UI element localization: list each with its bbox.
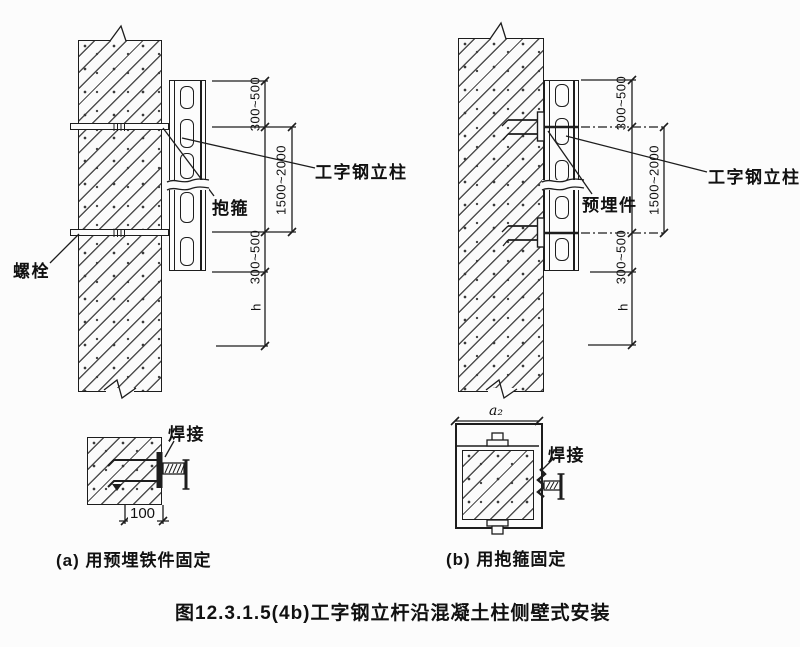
channel-slot	[180, 237, 194, 266]
embedded-part-label: 预埋件	[582, 196, 638, 215]
channel-flange-line	[548, 81, 550, 270]
ibeam-column-label-right: 工字钢立柱	[708, 168, 800, 187]
channel-flange-line	[573, 81, 575, 270]
bolt-label: 螺栓	[13, 262, 50, 281]
channel-slot	[555, 118, 569, 145]
channel-slot	[180, 119, 194, 148]
dim-100: 100	[128, 505, 158, 522]
ibeam-column-label-left: 工字钢立柱	[315, 163, 408, 182]
detail-a-concrete-section	[87, 437, 162, 505]
channel-slot	[180, 153, 194, 179]
channel-flange-line	[200, 81, 202, 270]
dim-top-segment-left: 300~500	[247, 76, 263, 132]
dim-h-right: h	[615, 303, 631, 311]
dim-a2: a₂	[489, 403, 503, 419]
channel-slot	[555, 238, 569, 261]
hoop-crossbar-lower	[70, 229, 169, 236]
concrete-column-left	[78, 40, 162, 392]
weld-label-b: 焊接	[548, 446, 585, 465]
dim-top-segment-right: 300~500	[613, 75, 629, 131]
hoop-label: 抱箍	[212, 199, 249, 218]
channel-slot	[180, 192, 194, 223]
figure-caption: 图12.3.1.5(4b)工字钢立杆沿混凝土柱侧壁式安装	[175, 603, 611, 624]
concrete-column-right	[458, 38, 544, 392]
detail-a-caption: (a) 用预埋铁件固定	[56, 551, 212, 570]
channel-slot	[555, 84, 569, 107]
channel-flange-line	[173, 81, 175, 270]
hoop-crossbar-upper	[70, 123, 169, 130]
dim-mid-span-right: 1500~2000	[646, 145, 662, 215]
detail-b-concrete-section	[462, 450, 534, 520]
dim-bottom-segment-right: 300~500	[613, 229, 629, 285]
dim-bottom-segment-left: 300~500	[247, 229, 263, 285]
channel-slot	[180, 86, 194, 109]
dim-h-left: h	[248, 303, 264, 311]
channel-slot	[555, 196, 569, 219]
weld-label-a: 焊接	[168, 425, 205, 444]
dim-mid-span-left: 1500~2000	[273, 145, 289, 215]
detail-b-caption: (b) 用抱箍固定	[446, 550, 567, 569]
